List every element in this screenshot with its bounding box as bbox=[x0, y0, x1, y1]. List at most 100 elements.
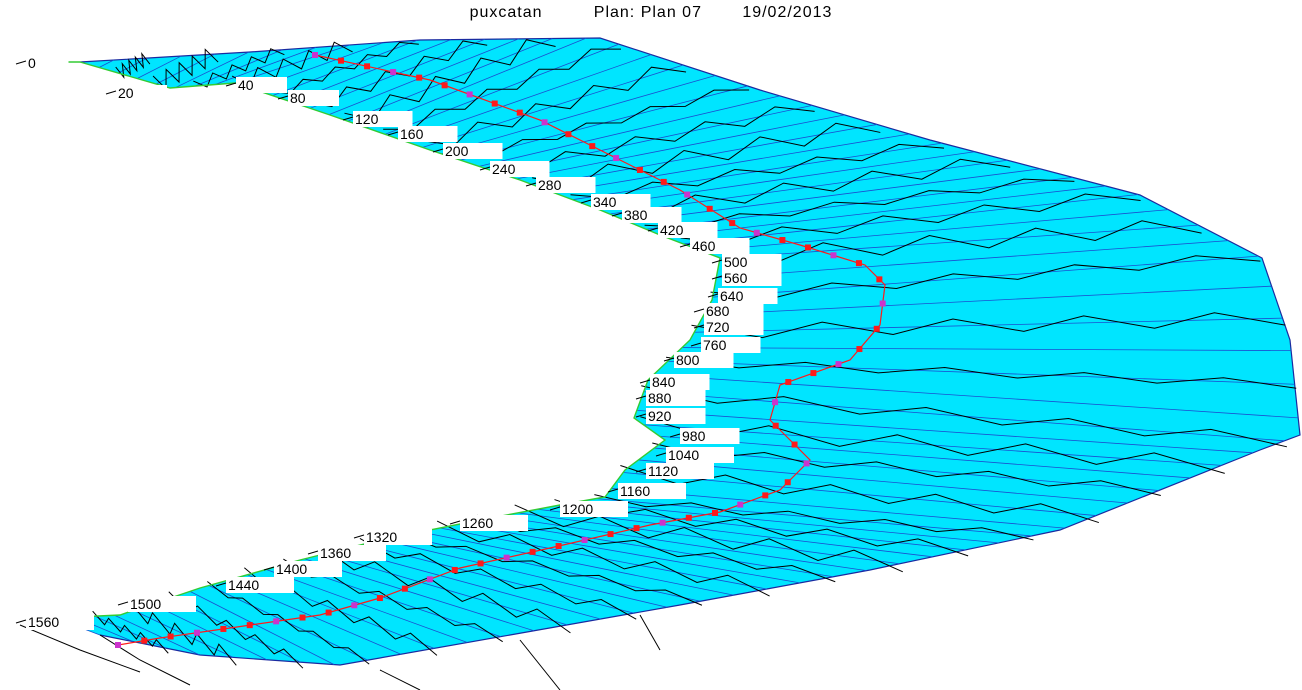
station-label-bg bbox=[704, 303, 764, 319]
station-label-bg bbox=[274, 561, 342, 577]
station-tick bbox=[307, 550, 319, 555]
station-tick bbox=[117, 601, 129, 606]
station-label: 500 bbox=[724, 254, 748, 270]
station-tick bbox=[679, 243, 691, 248]
station-label-bg bbox=[560, 501, 628, 517]
centerline-marker bbox=[503, 554, 510, 561]
cross-section-line bbox=[516, 114, 845, 180]
station-tick bbox=[711, 259, 723, 264]
cross-section-line bbox=[381, 539, 668, 608]
terrain-profile bbox=[691, 312, 1286, 339]
cross-section-line bbox=[175, 51, 249, 88]
centerline-marker bbox=[273, 618, 280, 625]
station-tick bbox=[15, 60, 27, 65]
cross-section-line bbox=[636, 409, 1253, 454]
station-label: 920 bbox=[648, 408, 672, 424]
terrain-profile bbox=[710, 255, 1261, 299]
terrain-profile bbox=[436, 520, 770, 597]
station-label: 380 bbox=[624, 207, 648, 223]
station-label-bg bbox=[236, 77, 287, 93]
station-label: 640 bbox=[720, 288, 744, 304]
centerline-marker bbox=[810, 370, 817, 377]
centerline-marker bbox=[835, 361, 842, 368]
centerline-marker bbox=[762, 492, 769, 499]
station-label: 1120 bbox=[648, 463, 678, 479]
terrain-strand bbox=[639, 614, 661, 651]
terrain-profile bbox=[344, 39, 556, 121]
station-tick bbox=[525, 182, 537, 187]
station-label: 1320 bbox=[366, 529, 397, 545]
centerline-marker bbox=[772, 399, 779, 406]
station-label-bg bbox=[443, 143, 503, 159]
cross-section-line bbox=[304, 558, 535, 632]
station-label-bg bbox=[116, 85, 167, 101]
terrain-profile bbox=[207, 581, 370, 665]
centerline-marker bbox=[516, 109, 523, 116]
station-label-bg bbox=[353, 111, 413, 127]
centerline-marker bbox=[416, 74, 423, 81]
terrain-profile bbox=[115, 51, 151, 80]
centerline-marker bbox=[441, 82, 448, 89]
terrain-profile bbox=[270, 41, 419, 95]
terrain-profile bbox=[152, 48, 219, 90]
cross-section-line bbox=[478, 95, 780, 167]
centerline-marker bbox=[299, 614, 306, 621]
centerline-marker bbox=[451, 566, 458, 573]
station-label: 40 bbox=[238, 77, 254, 93]
station-tick bbox=[635, 395, 647, 400]
station-label: 1360 bbox=[320, 545, 351, 561]
terrain-profile bbox=[92, 610, 169, 654]
terrain-profile bbox=[458, 89, 750, 157]
right-bank-line bbox=[79, 37, 1301, 666]
station-label: 800 bbox=[676, 352, 700, 368]
terrain-profile bbox=[606, 158, 1011, 216]
station-tick bbox=[693, 308, 705, 313]
station-label: 840 bbox=[652, 374, 676, 390]
centerline-marker bbox=[477, 560, 484, 567]
station-label-bg bbox=[398, 126, 458, 142]
centerline-marker bbox=[529, 548, 536, 555]
centerline-marker bbox=[803, 460, 810, 467]
centerline-marker bbox=[873, 325, 880, 332]
centerline-marker bbox=[684, 191, 691, 198]
station-label: 240 bbox=[492, 161, 516, 177]
station-label-bg bbox=[718, 288, 778, 304]
centerline-marker bbox=[401, 585, 408, 592]
station-tick bbox=[693, 324, 705, 329]
cross-section-line bbox=[701, 209, 1169, 252]
centerline-marker bbox=[784, 479, 791, 486]
station-label-bg bbox=[460, 515, 528, 531]
centerline-marker bbox=[338, 57, 345, 64]
terrain-profile bbox=[666, 356, 1297, 389]
centerline-marker bbox=[785, 379, 792, 386]
terrain-profile bbox=[644, 178, 1075, 228]
station-label-bg bbox=[490, 161, 550, 177]
centerline-marker bbox=[351, 602, 358, 609]
station-label-bg bbox=[618, 483, 686, 499]
station-tick bbox=[580, 199, 592, 204]
station-tick bbox=[387, 131, 399, 136]
terrain-profile bbox=[620, 465, 1099, 524]
cross-section-line bbox=[703, 285, 1272, 316]
station-label: 20 bbox=[118, 85, 134, 101]
station-tick bbox=[611, 212, 623, 217]
station-label-bg bbox=[658, 222, 718, 238]
water-surface bbox=[55, 37, 1301, 666]
station-label: 1560 bbox=[28, 614, 59, 630]
station-tick bbox=[663, 357, 675, 362]
centerline-marker bbox=[791, 441, 798, 448]
centerline-marker bbox=[220, 625, 227, 632]
station-label-bg bbox=[364, 529, 432, 545]
centerline-marker bbox=[565, 131, 572, 138]
station-label-bg bbox=[622, 207, 682, 223]
cross-section-line bbox=[420, 531, 734, 596]
station-label-bg bbox=[226, 577, 294, 593]
cross-section-line bbox=[137, 55, 182, 79]
station-label: 1440 bbox=[228, 577, 259, 593]
station-label: 80 bbox=[290, 90, 306, 106]
station-tick bbox=[549, 506, 561, 511]
station-label-bg bbox=[536, 177, 596, 193]
centerline-marker bbox=[659, 519, 666, 526]
station-tick bbox=[607, 488, 619, 493]
